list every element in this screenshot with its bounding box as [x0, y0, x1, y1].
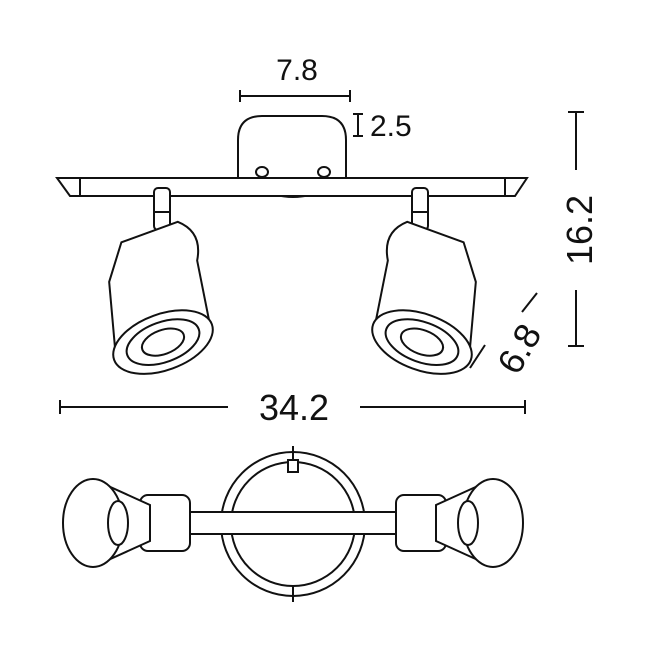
base-width-label: 7.8: [276, 54, 318, 87]
base-height-label: 2.5: [370, 110, 412, 143]
left-spot-top: [62, 478, 191, 568]
side-view: [55, 115, 529, 375]
dimension-total-height: 16.2: [559, 111, 600, 347]
dimension-spot-length: 6.8: [469, 292, 550, 381]
mounting-bar: [55, 177, 529, 197]
spot-length-label: 6.8: [489, 317, 550, 381]
left-stem: [153, 187, 171, 231]
total-width-label: 34.2: [259, 387, 329, 428]
total-height-label: 16.2: [559, 195, 600, 265]
right-spot: [371, 220, 477, 375]
ceiling-base: [237, 115, 347, 179]
dimension-base-height: 2.5: [353, 110, 412, 143]
dimension-base-width: 7.8: [239, 54, 351, 102]
top-view: [62, 446, 524, 602]
dimension-total-width: 34.2: [59, 387, 526, 428]
screw: [255, 166, 269, 178]
right-spot-top: [395, 478, 524, 568]
left-spot: [108, 220, 214, 375]
screw: [317, 166, 331, 178]
